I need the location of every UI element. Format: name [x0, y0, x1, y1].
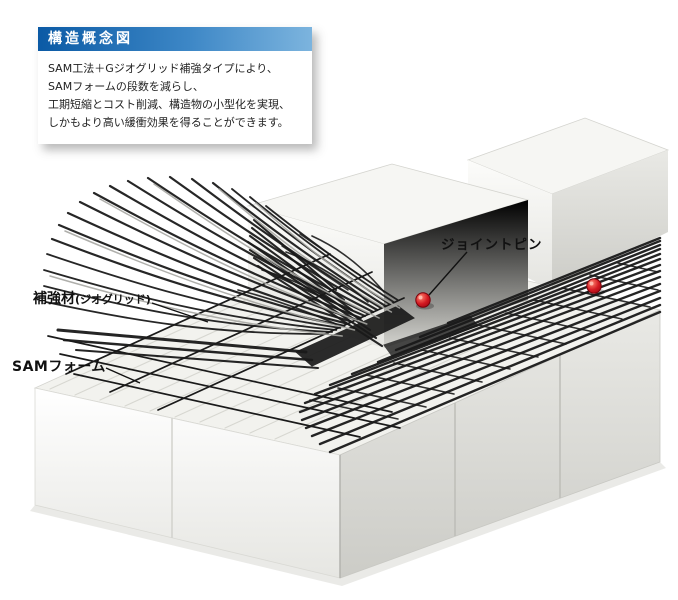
block-right-face: [552, 150, 668, 290]
fan-tie: [237, 289, 337, 325]
fold-mass: [295, 305, 415, 367]
fold-line: [56, 328, 308, 354]
mesh-tie: [589, 274, 659, 291]
fan-strand-gray: [49, 275, 343, 337]
mesh-strand: [303, 269, 662, 405]
fan-tie: [285, 251, 369, 303]
mesh-tie: [533, 299, 623, 320]
fan-strand: [92, 191, 362, 320]
flat-grid-line: [59, 353, 401, 429]
fan-strand-gray: [99, 198, 368, 325]
info-box: 構造概念図 SAM工法＋Gジオグリッド補強タイプにより、 SAMフォームの段数を…: [38, 27, 312, 144]
mesh-tie: [561, 287, 651, 308]
drape-tie: [281, 245, 349, 291]
fan-strand-gray: [64, 230, 356, 331]
label-reinforcement-main: 補強材: [33, 291, 75, 307]
reinforcement-leader-line: [151, 302, 209, 323]
mesh-strand: [328, 257, 662, 387]
drape-strand: [252, 256, 378, 340]
faint-grid-line: [199, 330, 401, 423]
fan-strand: [168, 175, 379, 312]
mesh-strand: [313, 263, 662, 396]
label-reinforcement: 補強材(ジオグリッド): [33, 288, 151, 308]
fan-strand: [108, 184, 366, 318]
fold-mass: [383, 315, 479, 357]
mesh-tie: [309, 399, 399, 420]
mesh-tie: [365, 374, 455, 395]
geogrid-curled-fan: [43, 175, 401, 337]
mesh-tie: [393, 362, 483, 383]
mesh-tie: [477, 324, 567, 345]
mesh-tie: [421, 349, 511, 370]
geogrid-dense-strip: [295, 236, 662, 454]
info-line: SAMフォームの段数を減らし、: [48, 80, 204, 94]
joint-pin-leader-line: [428, 251, 468, 296]
mesh-strand: [350, 252, 662, 376]
fan-tie: [261, 269, 353, 315]
fan-strand: [46, 253, 342, 329]
fan-strand: [211, 181, 387, 308]
flat-grid-line: [157, 297, 405, 411]
geogrid-flat-section: [47, 253, 405, 438]
mesh-tie: [449, 337, 539, 358]
mesh-tie: [337, 387, 427, 408]
fan-strand: [45, 301, 329, 335]
fan-strand: [190, 177, 383, 310]
info-line: しかもより高い緩衝効果を得ることができます。: [48, 116, 289, 130]
mesh-tie: [617, 262, 659, 273]
mesh-tie: [505, 312, 595, 333]
label-joint-pin: ジョイントピン: [441, 237, 543, 253]
label-reinforcement-sub: (ジオグリッド): [75, 293, 151, 306]
mesh-strand: [446, 236, 662, 325]
mesh-strand: [328, 310, 662, 454]
sam-foam-leader-line: [105, 367, 141, 384]
info-box-body: SAM工法＋Gジオグリッド補強タイプにより、 SAMフォームの段数を減らし、 工…: [38, 51, 312, 144]
fan-strand: [43, 269, 338, 331]
label-sam-foam: SAMフォーム: [12, 359, 106, 375]
faint-grid-line: [149, 319, 351, 412]
faint-grid-line: [99, 308, 301, 401]
fan-strand: [146, 176, 375, 314]
fan-strand: [126, 179, 371, 316]
fan-strand-gray: [255, 202, 401, 309]
fan-strand-gray: [218, 188, 393, 313]
fan-strand: [78, 200, 358, 322]
joint-pin-marker-1: [415, 292, 434, 310]
fold-line: [75, 349, 319, 369]
fan-strand: [265, 205, 399, 301]
fan-strand: [249, 196, 395, 303]
fan-strand-gray: [153, 183, 380, 319]
fold-line: [62, 338, 314, 362]
fan-strand: [66, 211, 354, 324]
info-line: 工期短縮とコスト削減、構造物の小型化を実現、: [48, 98, 290, 112]
joint-pin-marker-2: [586, 278, 605, 296]
info-box-title: 構造概念図: [38, 27, 312, 51]
info-line: SAM工法＋Gジオグリッド補強タイプにより、: [48, 62, 278, 75]
mesh-strand: [318, 303, 662, 446]
fan-strand: [57, 223, 350, 326]
fan-tie: [311, 235, 385, 293]
mesh-strand: [300, 282, 662, 422]
